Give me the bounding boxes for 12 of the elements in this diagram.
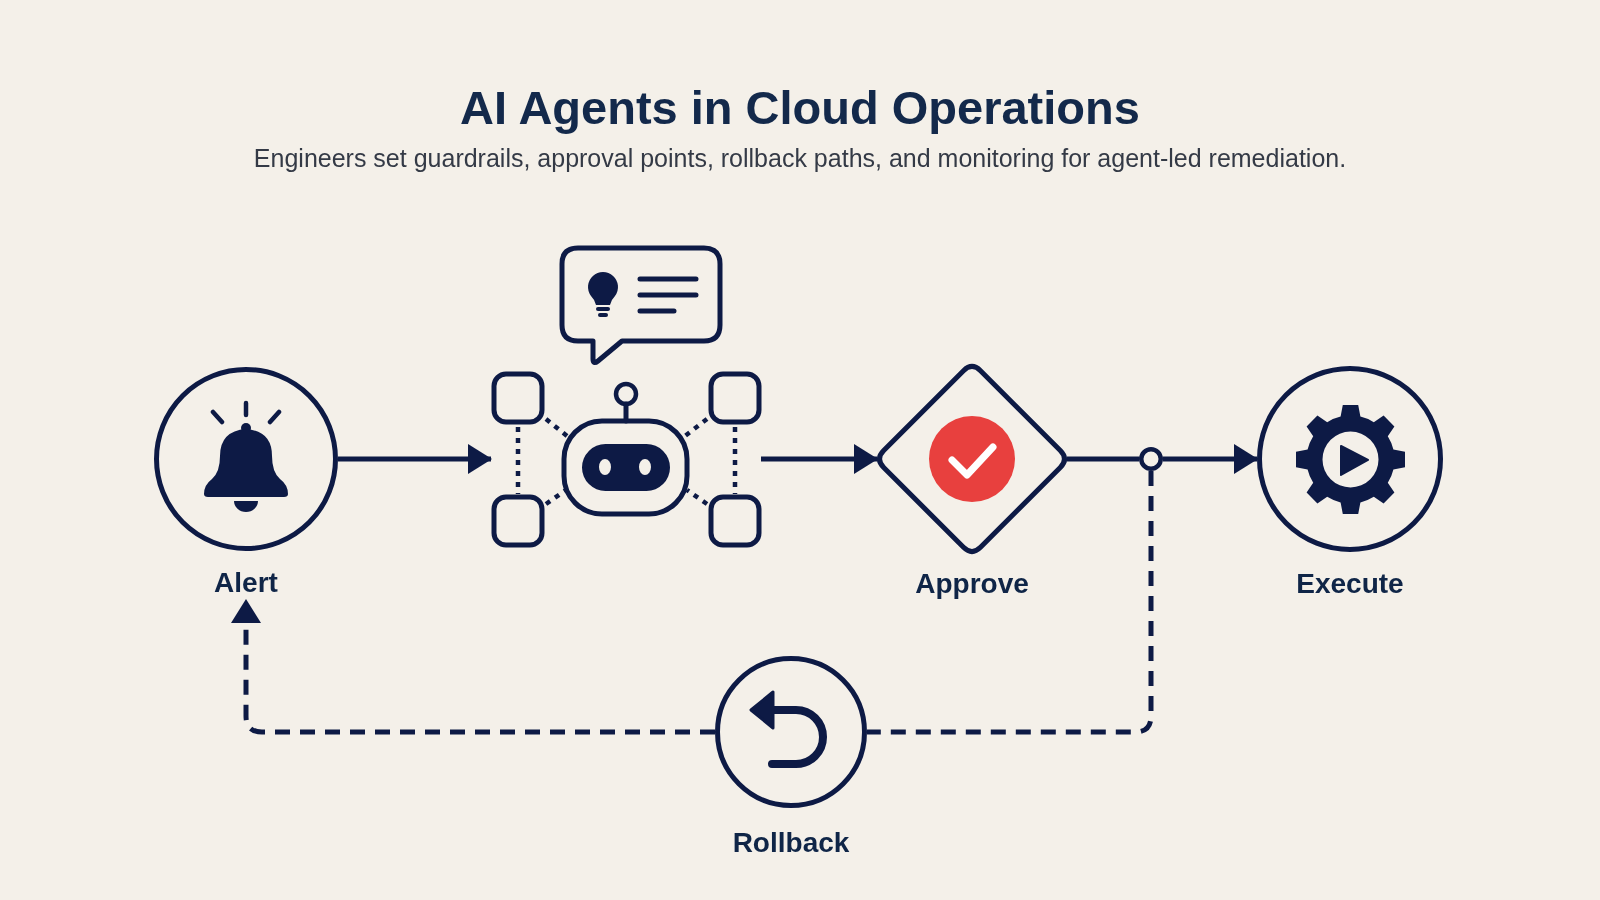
- arrow: [338, 444, 492, 474]
- subtitle: Engineers set guardrails, approval points, rollback paths, and monitoring for agent-led remediation.: [253, 143, 1347, 173]
- step-label: Approve: [915, 567, 1029, 601]
- dashed-arrow: [231, 599, 715, 735]
- step-label: Execute: [1296, 567, 1404, 601]
- step-label: Rollback: [732, 826, 850, 860]
- dashed-line: [867, 471, 1154, 735]
- arrow: [1163, 444, 1258, 474]
- line: [1067, 456, 1139, 462]
- arrow: [761, 444, 878, 474]
- title: AI Agents in Cloud Operations: [460, 80, 1140, 136]
- step-label: Alert: [214, 566, 278, 600]
